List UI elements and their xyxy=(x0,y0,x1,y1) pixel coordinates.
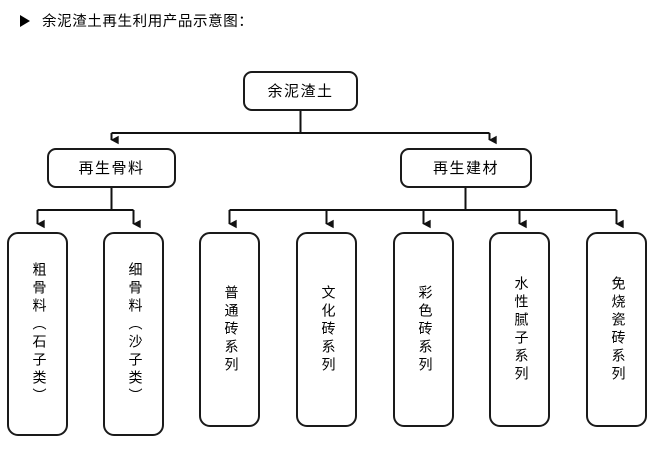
leaf-node[interactable]: 粗骨料（石子类） xyxy=(7,232,68,436)
leaf-node-label: 普通砖系列 xyxy=(222,284,239,375)
leaf-node[interactable]: 文化砖系列 xyxy=(296,232,357,427)
heading-text: 余泥渣土再生利用产品示意图： xyxy=(42,14,254,30)
leaf-node-label: 免烧瓷砖系列 xyxy=(609,275,626,384)
triangle-right-icon xyxy=(20,14,30,27)
leaf-node-label: 水性腻子系列 xyxy=(512,275,529,384)
leaf-node-label: 彩色砖系列 xyxy=(416,284,433,375)
node-root[interactable]: 余泥渣土 xyxy=(243,71,358,111)
leaf-node[interactable]: 水性腻子系列 xyxy=(489,232,550,427)
page-heading: 余泥渣土再生利用产品示意图： xyxy=(20,10,253,31)
node-recycled-aggregate[interactable]: 再生骨料 xyxy=(47,148,176,188)
leaf-node[interactable]: 免烧瓷砖系列 xyxy=(586,232,647,427)
node-root-label: 余泥渣土 xyxy=(267,81,334,100)
leaf-node-label: 文化砖系列 xyxy=(319,284,336,375)
node-recycled-building-material[interactable]: 再生建材 xyxy=(400,148,532,188)
leaf-node[interactable]: 细骨料（沙子类） xyxy=(103,232,164,436)
leaf-node-label: 细骨料（沙子类） xyxy=(126,262,143,406)
leaf-node[interactable]: 普通砖系列 xyxy=(199,232,260,427)
node-recycled-building-material-label: 再生建材 xyxy=(432,158,499,177)
leaf-node-label: 粗骨料（石子类） xyxy=(30,262,47,406)
leaf-node[interactable]: 彩色砖系列 xyxy=(393,232,454,427)
node-recycled-aggregate-label: 再生骨料 xyxy=(78,158,145,177)
